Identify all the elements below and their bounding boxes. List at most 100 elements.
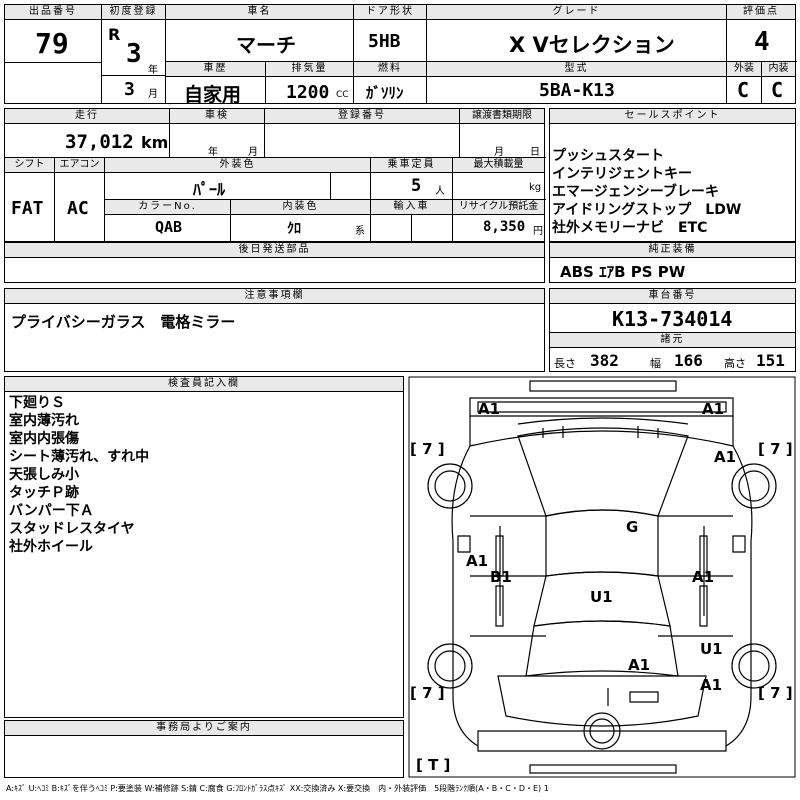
mileage-label: 走行 [5, 109, 169, 124]
mileage-cell: 走行 37,012 km [5, 109, 170, 158]
damage-marker: B1 [490, 568, 512, 586]
inspector-list: 下廻りＳ 室内薄汚れ 室内内張傷 シート薄汚れ、すれ中 天張しみ小 タッチＰ跡 … [9, 394, 149, 556]
era: R [108, 25, 121, 44]
ac: AC [67, 198, 89, 219]
later-parts-block: 後日発送部品 [4, 242, 545, 283]
inspector-note: 室内薄汚れ [9, 413, 79, 429]
transfer-month-unit: 月 [494, 147, 504, 158]
recycle-fee: 8,350 [483, 219, 526, 235]
mileage: 37,012 [65, 131, 134, 153]
grade-label: グレード [427, 5, 726, 20]
exterior-grade-cell: 外装 C [727, 62, 762, 103]
damage-marker: A1 [700, 676, 723, 694]
equipment-block: 純正装備 ABS ｴｱB PS PW [549, 242, 796, 283]
sales-point: 社外メモリーナビ ETC [552, 220, 708, 236]
load-label: 最大積載量 [453, 158, 544, 173]
width: 166 [674, 351, 703, 370]
shift-cell: シフト FAT [5, 158, 55, 241]
length-label: 長さ [554, 357, 576, 370]
car-name-cell: 車名 マーチ [166, 5, 354, 62]
ac-label: エアコン [55, 158, 104, 173]
damage-marker: A1 [478, 400, 501, 418]
shift: FAT [11, 198, 44, 219]
inspector-note: 社外ホイール [9, 539, 93, 555]
tire-tread-rear-left: [ 7 ] [410, 684, 445, 702]
color-no-label: カラーNo. [105, 200, 230, 215]
sales-point: アイドリングストップ LDW [552, 202, 742, 218]
seats-label: 乗車定員 [371, 158, 452, 173]
width-label: 幅 [650, 357, 661, 370]
damage-marker: G [626, 518, 639, 536]
import-label: 輸入車 [371, 200, 452, 215]
door-label: ドア形状 [354, 5, 426, 20]
reg-month-unit: 月 [148, 89, 158, 100]
reg-year: 3 [126, 39, 142, 69]
color-label: 外装色 [105, 158, 370, 173]
inspector-note: 天張しみ小 [9, 467, 79, 483]
damage-marker: A1 [714, 448, 737, 466]
history-label: 車歴 [166, 62, 265, 77]
interior-color: ｸﾛ [287, 221, 301, 237]
inspector-note: シート薄汚れ、すれ中 [9, 449, 150, 465]
car-name: マーチ [236, 33, 296, 57]
sales-points-block: セールスポイント プッシュスタート インテリジェントキー エマージェンシーブレー… [549, 108, 796, 242]
inspector-block: 検査員記入欄 下廻りＳ 室内薄汚れ 室内内張傷 シート薄汚れ、すれ中 天張しみ小… [4, 376, 404, 718]
chassis-number: K13-734014 [612, 307, 733, 331]
inspector-note: 室内内張傷 [9, 431, 79, 447]
transfer-cell: 譲渡書類期限 月 日 [460, 109, 546, 158]
lot-label: 出品番号 [5, 5, 101, 20]
color-cell: 外装色 ﾊﾟｰﾙ [105, 158, 371, 200]
interior-grade: C [771, 78, 784, 102]
inspection-month-unit: 月 [248, 147, 258, 158]
dimensions-label: 諸元 [550, 332, 795, 348]
legend: A:ｷｽﾞ U:ﾍｺﾐ B:ｷｽﾞを伴うﾍｺﾐ P:要塗装 W:補修跡 S:錆 … [6, 784, 549, 793]
chassis-block: 車台番号 K13-734014 諸元 長さ 382 幅 166 高さ 151 [549, 288, 796, 372]
sales-point: プッシュスタート [552, 148, 664, 164]
displacement-unit: CC [336, 90, 349, 100]
sales-points-list: プッシュスタート インテリジェントキー エマージェンシーブレーキ アイドリングス… [552, 147, 741, 237]
equipment-label: 純正装備 [550, 243, 795, 258]
seats-cell: 乗車定員 5 人 [371, 158, 453, 200]
equipment: ABS ｴｱB PS PW [560, 263, 686, 281]
length: 382 [590, 351, 619, 370]
transfer-label: 譲渡書類期限 [460, 109, 544, 124]
first-registration-cell: 初度登録 R 3 年 3 月 [102, 5, 166, 103]
displacement-cell: 排気量 1200 CC [266, 62, 354, 103]
seats: 5 [411, 176, 422, 196]
seats-unit: 人 [435, 186, 445, 197]
load-cell: 最大積載量 kg [453, 158, 546, 200]
door-type: 5HB [368, 31, 401, 52]
tire-tread-rear-right: [ 7 ] [758, 684, 793, 702]
height-label: 高さ [724, 357, 746, 370]
reg-year-unit: 年 [148, 65, 158, 76]
grade-cell: グレード X Vセレクション [427, 5, 727, 62]
sales-point: エマージェンシーブレーキ [552, 184, 719, 200]
lot-cell: 出品番号 79 [5, 5, 102, 103]
fuel-label: 燃料 [354, 62, 426, 77]
office-label: 事務局よりご案内 [5, 721, 403, 736]
sales-point: インテリジェントキー [552, 166, 692, 182]
interior-color-cell: 内装色 ｸﾛ 系 [231, 200, 371, 241]
inspector-label: 検査員記入欄 [5, 377, 403, 392]
interior-grade-cell: 内装 C [762, 62, 797, 103]
notes: プライバシーガラス 電格ミラー [11, 313, 236, 331]
damage-marker: A1 [692, 568, 715, 586]
lot-number: 79 [35, 27, 69, 60]
notes-label: 注意事項欄 [5, 289, 544, 304]
plate-cell: 登録番号 [265, 109, 460, 158]
exterior-grade: C [737, 78, 750, 102]
recycle-label: リサイクル預託金 [453, 200, 544, 215]
score-cell: 評価点 4 [727, 5, 797, 62]
ac-cell: エアコン AC [55, 158, 105, 241]
tire-tread-front-right: [ 7 ] [758, 440, 793, 458]
tire-tread-spare: [ T ] [416, 756, 451, 774]
score-label: 評価点 [727, 5, 795, 20]
model-code: 5BA-K13 [539, 80, 615, 101]
spec-block: 走行 37,012 km 車検 年 月 登録番号 譲渡書類期限 月 日 シフト … [4, 108, 546, 242]
color-no: QAB [155, 218, 183, 236]
damage-marker: U1 [700, 640, 723, 658]
tire-tread-front-left: [ 7 ] [410, 440, 445, 458]
damage-marker: A1 [466, 552, 489, 570]
inspection-year-unit: 年 [208, 147, 218, 158]
inspector-note: タッチＰ跡 [9, 485, 79, 501]
